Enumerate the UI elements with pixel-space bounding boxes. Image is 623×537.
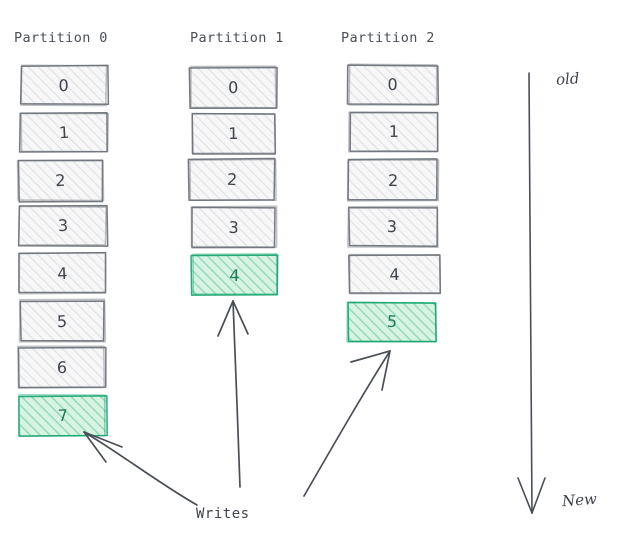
- cell-fill: [20, 253, 105, 294]
- partition-0-cell-7-highlighted[interactable]: [18, 393, 108, 438]
- partition-0-cell-6[interactable]: [17, 345, 107, 389]
- cell-outline: [17, 345, 106, 389]
- cell-outline: [19, 64, 110, 106]
- cell-fill: [20, 300, 105, 341]
- cell-outline: [348, 63, 438, 106]
- cell-fill: [192, 254, 278, 295]
- cell-outline: [17, 159, 104, 203]
- cell-outline: [190, 65, 277, 109]
- cell-fill: [348, 65, 438, 105]
- partition-2-cell-2[interactable]: [346, 158, 440, 202]
- cell-fill: [349, 112, 438, 153]
- partition-2-cell-1[interactable]: [348, 111, 439, 153]
- cell-fill: [191, 206, 276, 248]
- cell-outline: [347, 205, 439, 248]
- cell-outline: [348, 206, 439, 247]
- cell-fill: [347, 206, 438, 247]
- cell-outline: [346, 64, 440, 106]
- partition-0-cell-3[interactable]: [17, 204, 109, 247]
- cell-outline: [348, 254, 442, 294]
- cell-outline: [191, 206, 276, 249]
- cell-outline: [16, 159, 105, 202]
- cell-outline: [17, 346, 107, 389]
- new-label: New: [561, 489, 598, 511]
- partition-2-cell-0[interactable]: [346, 63, 440, 106]
- cell-fill: [20, 206, 107, 246]
- partition-1-cell-1[interactable]: [191, 112, 277, 155]
- partition-2-cell-4[interactable]: [348, 253, 442, 295]
- cell-outline: [347, 301, 437, 343]
- cell-outline: [348, 111, 439, 153]
- partition-title-2: Partition 2: [341, 30, 435, 46]
- cell-outline: [187, 157, 276, 201]
- cell-outline: [189, 158, 277, 201]
- cell-outline: [191, 112, 277, 155]
- cell-outline: [17, 205, 107, 246]
- partition-2-cell-3[interactable]: [347, 205, 439, 248]
- cell-outline: [348, 253, 442, 295]
- cell-outline: [190, 205, 278, 248]
- partition-0-cell-0[interactable]: [19, 64, 110, 107]
- cell-outline: [18, 111, 108, 153]
- write-arrow-partition-0: [83, 431, 198, 506]
- cell-outline: [346, 301, 438, 343]
- partition-1-cell-0[interactable]: [188, 65, 278, 109]
- partition-cells-layer: [16, 63, 442, 438]
- partition-1-cell-4-highlighted[interactable]: [190, 253, 279, 296]
- partition-2-cell-5-highlighted[interactable]: [346, 301, 438, 343]
- cell-fill: [347, 159, 439, 201]
- cell-outline: [20, 112, 110, 153]
- cell-fill: [189, 159, 276, 200]
- cell-fill: [20, 395, 107, 435]
- cell-outline: [18, 298, 107, 343]
- cell-outline: [191, 112, 277, 155]
- cell-outline: [17, 204, 109, 247]
- arrows-layer: [83, 72, 546, 514]
- cell-fill: [191, 112, 277, 154]
- cell-outline: [19, 300, 105, 342]
- time-axis-arrow: [517, 72, 546, 514]
- cell-outline: [20, 64, 108, 107]
- cell-fill: [21, 65, 107, 106]
- writes-label: Writes: [196, 506, 250, 522]
- cell-outline: [18, 251, 107, 294]
- cell-outline: [349, 111, 439, 153]
- old-label: old: [555, 69, 581, 89]
- cell-outline: [347, 158, 438, 201]
- write-arrow-partition-1: [217, 300, 249, 488]
- partition-title-1: Partition 1: [190, 30, 284, 46]
- write-arrow-partition-2: [303, 350, 391, 497]
- cell-fill: [18, 347, 105, 388]
- partition-0-cell-1[interactable]: [18, 111, 110, 153]
- cell-fill: [348, 302, 437, 342]
- partition-1-cell-3[interactable]: [190, 205, 278, 249]
- cell-outline: [18, 393, 106, 438]
- cell-fill: [18, 161, 104, 202]
- partition-0-cell-5[interactable]: [18, 298, 107, 343]
- cell-outline: [18, 252, 107, 295]
- cell-outline: [192, 253, 278, 295]
- cell-fill: [349, 254, 441, 295]
- partition-title-0: Partition 0: [14, 30, 108, 46]
- cell-outline: [18, 395, 108, 437]
- partition-0-cell-4[interactable]: [18, 251, 107, 295]
- partition-0-cell-2[interactable]: [16, 159, 105, 203]
- cell-outline: [188, 66, 278, 109]
- cell-outline: [190, 254, 279, 296]
- partition-1-cell-2[interactable]: [187, 157, 277, 201]
- cell-fill: [21, 112, 108, 153]
- cell-fill: [189, 67, 277, 108]
- cell-outline: [346, 159, 440, 202]
